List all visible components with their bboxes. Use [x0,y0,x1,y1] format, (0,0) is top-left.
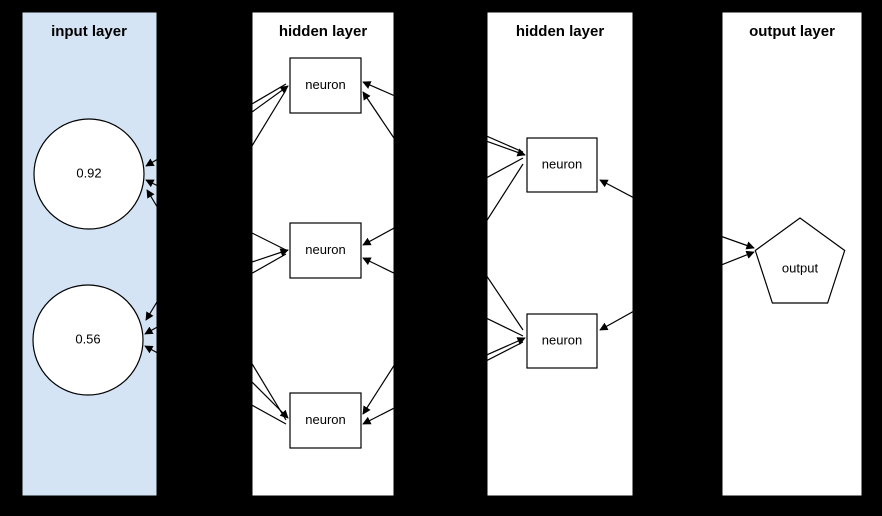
edge-e-h2-1-out [632,250,755,301]
edge-e-h2-0-out [632,204,755,250]
edge-e-h1-0-h2-0 [393,107,526,157]
layer-title-hidden-2: hidden layer [516,23,605,40]
edge-e-h1-0-in-0 [145,83,287,167]
edge-e-h2-0-h1-2 [362,163,524,415]
edge-e-h1-0-in-1 [145,89,287,321]
edge-e-h1-1-in-0 [145,179,287,251]
edge-e-in-1-h1-1 [251,248,289,263]
node-in-1[interactable] [32,284,144,396]
edge-e-h2-1-h1-1 [362,257,524,337]
layer-panels [21,11,863,497]
layer-panel-input [21,11,158,497]
layer-nodes: 0.92 0.56 neuron neuron neuron neuron neuron ou… [32,57,846,449]
layer-title-input: input layer [51,23,127,40]
edge-e-h1-2-in-1 [144,345,287,425]
edge-e-h2-0-h1-1 [362,157,524,246]
node-label-out-0: output [782,260,819,275]
node-label-h1-0: neuron [305,77,345,92]
node-label-in-1: 0.56 [75,331,100,346]
layer-titles: input layer hidden layer hidden layer outpu… [51,23,835,40]
node-out-0[interactable] [754,217,846,304]
edge-e-in-2-h1-2 [251,381,289,419]
connection-edges [144,81,755,425]
edge-e-h1-2-h2-1 [393,337,526,397]
layer-title-output: output layer [749,23,835,40]
edge-e-h2-1-h1-2 [362,341,524,425]
edge-e-h1-2-in-0 [146,189,287,421]
edge-e-in-0-h1-0 [251,85,289,113]
edge-e-h2-1-h1-0 [362,91,524,331]
node-label-h2-1: neuron [542,332,582,347]
node-h1-2[interactable] [289,392,362,449]
node-label-h1-2: neuron [305,412,345,427]
node-h1-1[interactable] [289,222,362,279]
layer-title-hidden-1: hidden layer [279,23,368,40]
edge-e-out-h2-0 [599,179,723,245]
node-in-0[interactable] [33,118,145,230]
node-h2-0[interactable] [526,137,598,193]
node-h2-1[interactable] [526,313,598,369]
node-h1-0[interactable] [289,57,362,114]
edge-e-h2-0-h1-0 [362,81,524,153]
layer-panel-hidden-2 [486,11,634,497]
edge-e-h1-1-in-1 [144,253,287,335]
node-label-h2-0: neuron [542,156,582,171]
node-label-h1-1: neuron [305,242,345,257]
node-label-in-0: 0.92 [76,165,101,180]
